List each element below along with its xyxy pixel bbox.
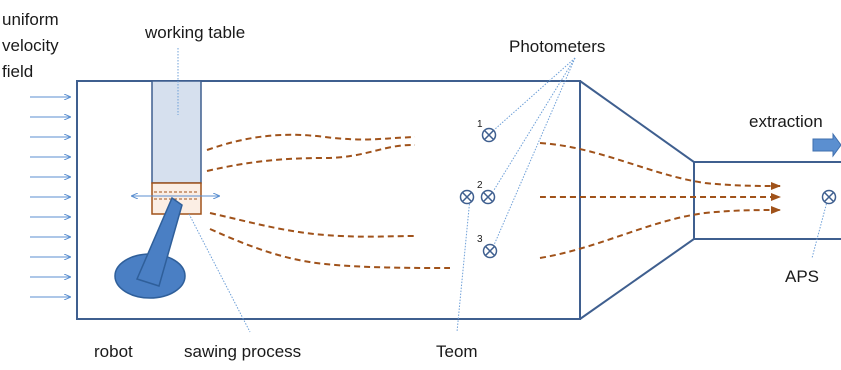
aps-label: APS [785,267,819,286]
extraction-pipe [694,161,841,240]
working-table-label: working table [144,23,245,42]
wind-tunnel-duct [76,80,841,320]
sawing-process-label: sawing process [184,342,301,361]
robot-label: robot [94,342,133,361]
leader-lines [177,48,829,333]
extraction-arrow-icon [812,132,841,158]
robot-arm [135,196,183,287]
aps-sensor-icon [821,189,837,205]
test-section [76,80,581,320]
photometer-1-sensor-icon [481,127,497,143]
contraction-cone [579,80,695,320]
photometer-number-2: 2 [477,180,483,191]
inlet-arrows [30,97,70,297]
photometers-label: Photometers [509,37,605,56]
teom-label: Teom [436,342,478,361]
photometer-3-sensor-icon [482,243,498,259]
photometer-number-1: 1 [477,119,483,130]
inlet-label-line-3: field [2,62,33,81]
teom-sensor-icon [459,189,475,205]
inlet-label-line-1: uniform [2,10,59,29]
extraction-label: extraction [749,112,823,131]
photometer-2-sensor-icon [480,189,496,205]
flow-lines [206,133,781,269]
working-table [132,80,219,215]
photometer-number-3: 3 [477,234,483,245]
robot [114,196,186,299]
inlet-label-line-2: velocity [2,36,59,55]
